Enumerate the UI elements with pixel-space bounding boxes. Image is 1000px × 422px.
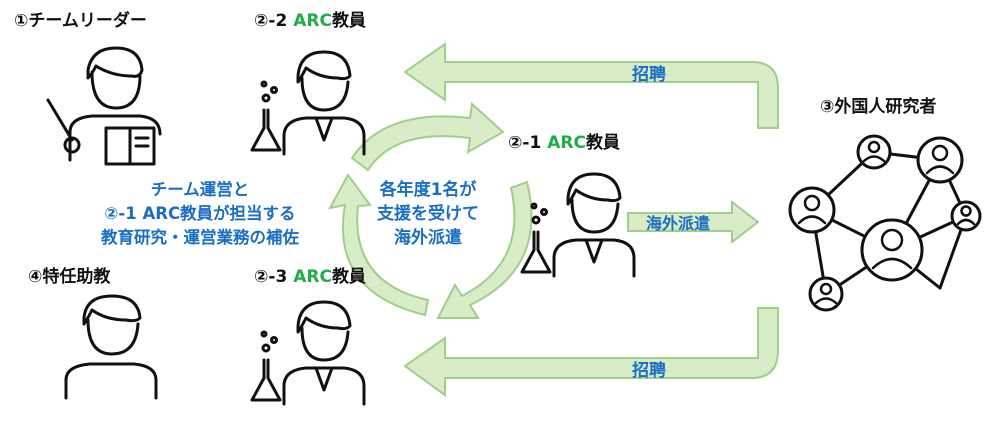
arc-teacher-2-label: ②-2 ARC教員 <box>254 6 366 31</box>
arc-teacher-3-arc: ARC <box>293 267 332 287</box>
dispatch-arrow <box>627 199 760 245</box>
arc-teacher-2-suffix: 教員 <box>331 11 366 31</box>
invite-top-label: 招聘 <box>632 65 666 85</box>
arc-teacher-2-arc: ARC <box>293 11 332 31</box>
arc-teacher-3-suffix: 教員 <box>331 267 366 287</box>
rotation-cycle <box>328 101 533 319</box>
invite-arrow-top <box>403 42 779 129</box>
center-note: 各年度1名が 支援を受けて 海外派遣 <box>372 178 484 250</box>
arc-teacher-1-arc: ARC <box>547 133 586 153</box>
arc-teacher-1-icon <box>520 172 636 278</box>
team-leader-icon <box>46 46 162 166</box>
center-note-line: 各年度1名が <box>379 180 477 200</box>
cycle-arrow-lower <box>436 180 533 319</box>
foreign-researcher-label: ③外国人研究者 <box>820 97 937 117</box>
arc-teacher-2-icon <box>250 50 366 156</box>
arc-teacher-2-prefix: ②-2 <box>254 11 294 31</box>
researcher-network-icon <box>788 134 982 312</box>
center-note-line: 海外派遣 <box>394 228 462 248</box>
left-note-line: 教育研究・運営業務の補佐 <box>101 228 299 247</box>
left-note: チーム運営と ②-1 ARC教員が担当する 教育研究・運営業務の補佐 <box>70 178 330 250</box>
arc-teacher-1-label: ②-1 ARC教員 <box>508 128 620 153</box>
cycle-arrow-upper <box>350 101 505 172</box>
left-note-line: チーム運営と <box>150 180 250 199</box>
invite-bottom-label: 招聘 <box>632 361 666 381</box>
left-note-line: ②-1 ARC教員が担当する <box>104 204 296 223</box>
assistant-professor-label: ④特任助教 <box>28 267 111 287</box>
cycle-arrow-left <box>328 173 430 317</box>
assistant-professor-icon <box>64 294 158 400</box>
dispatch-label: 海外派遣 <box>646 214 711 233</box>
arc-teacher-3-prefix: ②-3 <box>254 267 294 287</box>
team-leader-label: ①チームリーダー <box>14 11 147 31</box>
invite-arrow-bottom <box>403 307 779 397</box>
arc-teacher-1-suffix: 教員 <box>585 133 620 153</box>
arc-teacher-1-prefix: ②-1 <box>508 133 548 153</box>
center-note-line: 支援を受けて <box>377 204 479 224</box>
arc-teacher-3-label: ②-3 ARC教員 <box>254 262 366 287</box>
arc-teacher-3-icon <box>250 300 366 406</box>
